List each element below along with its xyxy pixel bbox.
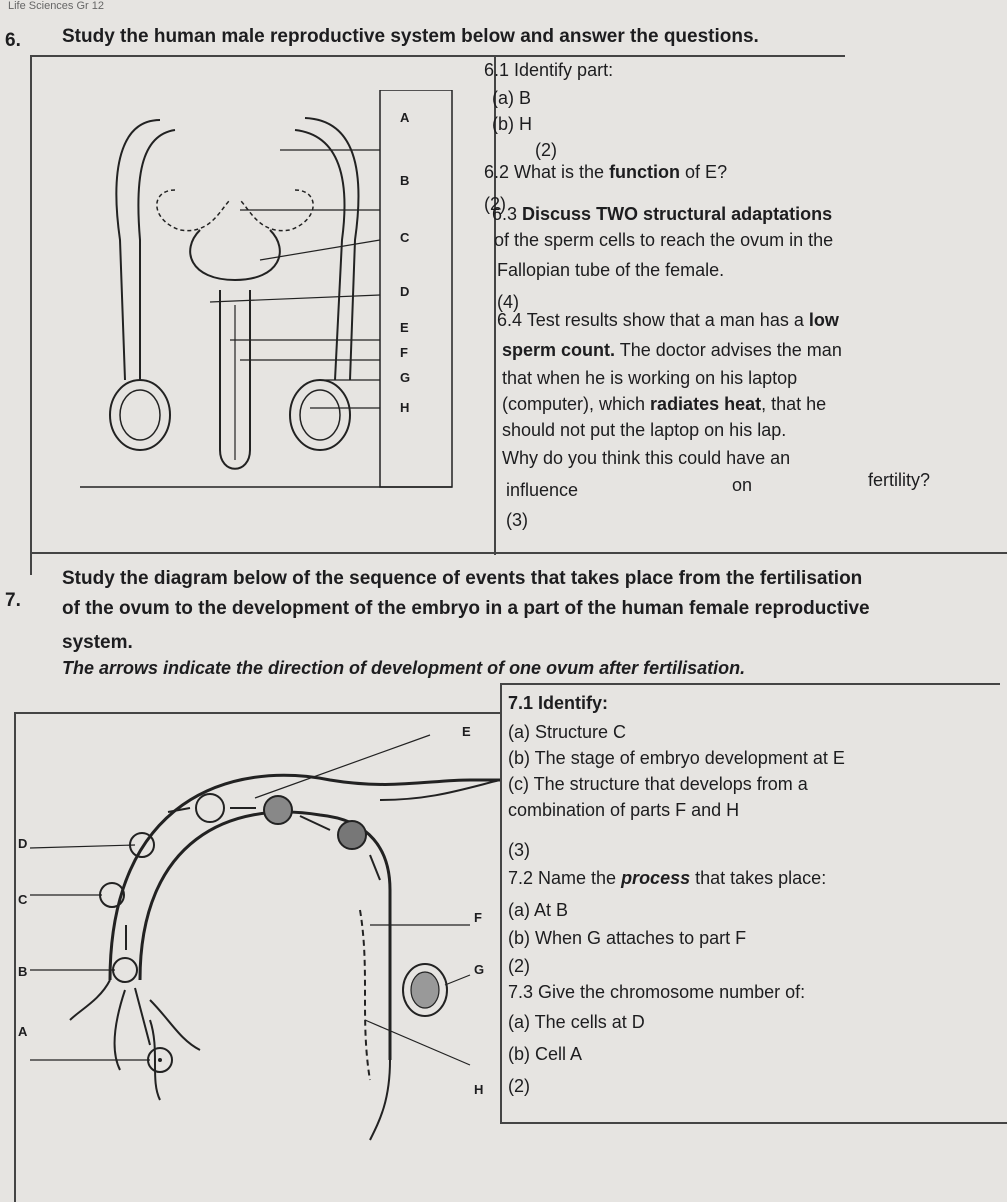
q7-2: 7.2 Name the process that takes place:: [508, 868, 827, 888]
q6-2: 6.2 What is the function of E?: [484, 162, 728, 182]
q7-2b: (b) When G attaches to part F: [508, 928, 747, 948]
q6-table-left: [30, 55, 32, 575]
q7-3: 7.3 Give the chromosome number of:: [508, 982, 806, 1002]
q6-4-line7b: on: [732, 475, 753, 495]
q6-number: 6.: [5, 30, 21, 51]
q7-3a: (a) The cells at D: [508, 1012, 645, 1032]
q7-label-D: D: [18, 836, 28, 851]
q6-4-line3: that when he is working on his laptop: [502, 368, 798, 388]
q6-4-marks: (3): [506, 510, 528, 530]
q7-2a: (a) At B: [508, 900, 569, 920]
q7-table-divider: [500, 683, 502, 1123]
q7-title-line2: of the ovum to the development of the em…: [62, 598, 870, 619]
q7-table-top: [500, 683, 1000, 685]
q6-4-line7c: fertility?: [868, 470, 931, 490]
q6-1-marks: (2): [535, 140, 557, 160]
q7-1: 7.1 Identify:: [508, 693, 609, 713]
label-C: C: [400, 230, 410, 245]
q7-table-left: [14, 712, 16, 1202]
q6-3-line3: Fallopian tube of the female.: [497, 260, 725, 280]
q7-title-line3: system.: [62, 632, 133, 653]
q7-3-marks: (2): [508, 1076, 530, 1096]
label-A: A: [400, 110, 410, 125]
q6-3-line2: of the sperm cells to reach the ovum in …: [494, 230, 834, 250]
label-H: H: [400, 400, 410, 415]
q7-table-bottom: [500, 1122, 1007, 1124]
q7-arrow-note: The arrows indicate the direction of dev…: [62, 658, 746, 678]
q7-1c-line1: (c) The structure that develops from a: [508, 774, 808, 794]
q7-1c-line2: combination of parts F and H: [508, 800, 740, 820]
label-E: E: [400, 320, 409, 335]
q6-4-line2: sperm count. The doctor advises the man: [502, 340, 842, 360]
page-header: Life Sciences Gr 12: [8, 0, 104, 12]
q6-4-line1: 6.4 Test results show that a man has a l…: [497, 310, 839, 330]
label-B: B: [400, 173, 410, 188]
q6-table-divider: [494, 55, 496, 555]
q6-1: 6.1 Identify part:: [484, 60, 614, 80]
q6-1a: (a) B: [492, 88, 532, 108]
q7-3b: (b) Cell A: [508, 1044, 583, 1064]
label-D: D: [400, 284, 410, 299]
male-reproductive-diagram: [80, 90, 453, 488]
q7-label-H: H: [474, 1082, 484, 1097]
q7-label-F: F: [474, 910, 482, 925]
q7-1b: (b) The stage of embryo development at E: [508, 748, 845, 768]
q6-3-marks: (4): [497, 292, 519, 312]
q6-1b: (b) H: [492, 114, 532, 134]
q7-label-A: A: [18, 1024, 28, 1039]
q7-label-G: G: [474, 962, 485, 977]
label-F: F: [400, 345, 408, 360]
q6-table-bottom: [30, 552, 1007, 554]
q7-label-B: B: [18, 964, 28, 979]
q7-number: 7.: [5, 590, 21, 611]
q7-2-marks: (2): [508, 956, 530, 976]
q6-4-line6: Why do you think this could have an: [502, 448, 791, 468]
q6-table-top: [30, 55, 845, 57]
q7-label-E: E: [462, 724, 471, 739]
q7-diagram-top: [14, 712, 500, 714]
q7-title-line1: Study the diagram below of the sequence …: [62, 568, 863, 589]
q7-1-marks: (3): [508, 840, 530, 860]
q6-3: 6.3 Discuss TWO structural adaptations: [492, 204, 833, 224]
q6-4-line7a: influence: [506, 480, 579, 500]
q7-1a: (a) Structure C: [508, 722, 627, 742]
q6-2-marks: (2): [484, 194, 506, 214]
label-G: G: [400, 370, 411, 385]
q7-label-C: C: [18, 892, 28, 907]
q6-title: Study the human male reproductive system…: [62, 26, 759, 47]
q6-4-line5: should not put the laptop on his lap.: [502, 420, 787, 440]
fallopian-tube-diagram: [30, 734, 500, 1141]
q6-4-line4: (computer), which radiates heat, that he: [502, 394, 827, 414]
